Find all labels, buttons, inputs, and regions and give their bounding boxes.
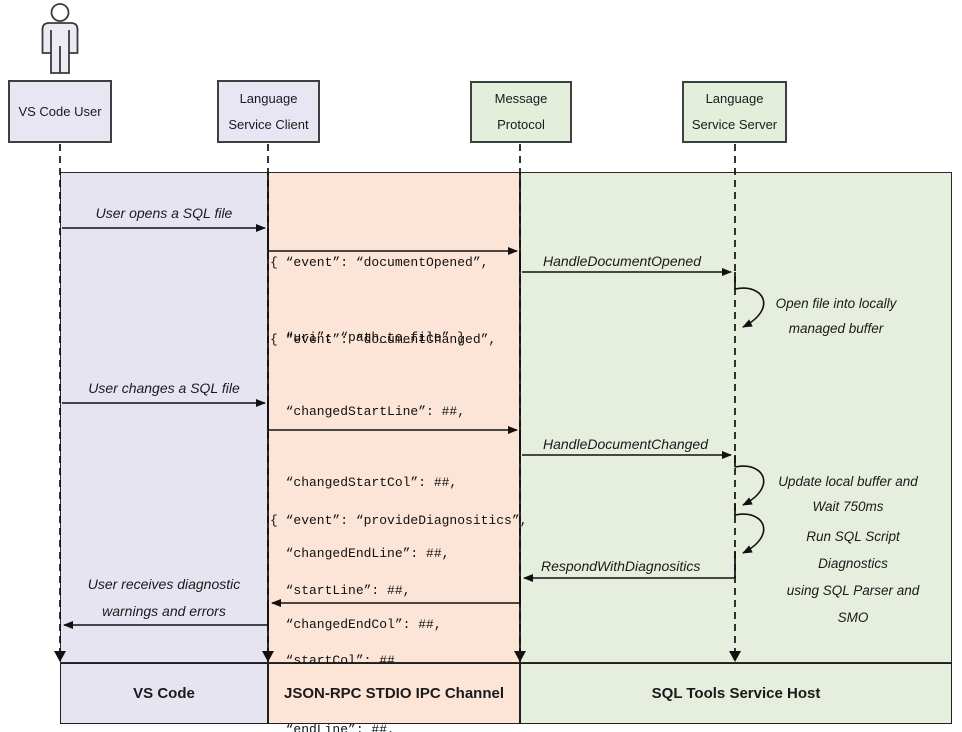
actor-icon bbox=[41, 3, 79, 74]
label-respond-diagnostics: RespondWithDiagnositics bbox=[541, 558, 701, 574]
participant-message-protocol: Message Protocol bbox=[470, 81, 572, 143]
lane-label: JSON-RPC STDIO IPC Channel bbox=[283, 685, 505, 702]
lane-sqltools-band bbox=[520, 172, 952, 663]
participant-label: VS Code User bbox=[18, 103, 102, 119]
label-user-changes: User changes a SQL file bbox=[88, 380, 240, 396]
lane-box-vscode: VS Code bbox=[60, 663, 268, 724]
payload-provide-diagnostics: { “event”: “provideDiagnositics”, “start… bbox=[270, 513, 528, 732]
label-user-opens: User opens a SQL file bbox=[95, 205, 233, 221]
label-user-receives: User receives diagnostic warnings and er… bbox=[87, 576, 241, 619]
participant-label: Language bbox=[705, 91, 764, 106]
lane-label: SQL Tools Service Host bbox=[651, 685, 821, 702]
payload-document-opened: { “event”: “documentOpened”, “uri”: “pat… bbox=[270, 255, 489, 345]
lane-label: VS Code bbox=[133, 685, 195, 702]
participant-language-service-client: Language Service Client bbox=[217, 80, 320, 143]
lane-vscode-band bbox=[60, 172, 268, 663]
note-update-buffer: Update local buffer and Wait 750ms bbox=[778, 474, 918, 514]
lane-box-jsonrpc: JSON-RPC STDIO IPC Channel bbox=[268, 663, 520, 724]
participant-label: Service Client bbox=[228, 116, 309, 132]
participant-vscode-user: VS Code User bbox=[8, 80, 112, 143]
lane-box-sqltools: SQL Tools Service Host bbox=[520, 663, 952, 724]
participant-label: Service Server bbox=[691, 117, 778, 132]
participant-label: Language bbox=[239, 90, 298, 106]
participant-language-service-server: Language Service Server bbox=[682, 81, 787, 143]
note-open-buffer: Open file into locally managed buffer bbox=[775, 296, 897, 336]
lane-jsonrpc-band bbox=[268, 172, 520, 663]
note-run-diagnostics: Run SQL Script Diagnostics using SQL Par… bbox=[786, 529, 920, 625]
label-handle-opened: HandleDocumentOpened bbox=[543, 253, 701, 269]
label-handle-changed: HandleDocumentChanged bbox=[543, 436, 708, 452]
participant-label: Message bbox=[494, 91, 548, 106]
participant-label: Protocol bbox=[497, 117, 545, 132]
